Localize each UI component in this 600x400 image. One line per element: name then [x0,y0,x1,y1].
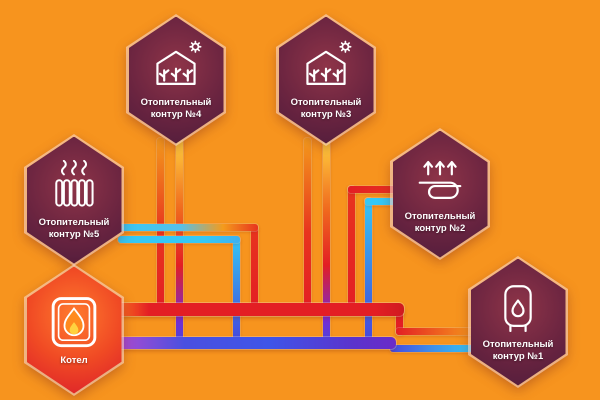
hexagon-shape: Отопительный контур №2 [390,128,490,260]
node-circuit-2: Отопительный контур №2 [390,128,490,260]
pipe-circuit2-supply-horizontal [348,186,406,193]
pipe-circuit2-return-vertical [365,198,372,343]
node-boiler: Котел [24,264,124,396]
node-circuit-4: Отопительный контур №4 [126,14,226,146]
hexagon-shape: Отопительный контур №1 [468,256,568,388]
pipe-circuit5-return-vertical [233,237,240,343]
node-label: Отопительный контур №2 [404,210,476,234]
node-label: Отопительный контур №1 [482,338,554,362]
hexagon-shape: Отопительный контур №5 [24,134,124,266]
pipe-circuit1-supply-vertical [396,308,403,335]
radiator-icon [47,159,101,214]
manifold-supply-hot [114,303,404,316]
hexagon-shape: Отопительный контур №3 [276,14,376,146]
manifold-return [114,337,396,349]
node-circuit-1: Отопительный контур №1 [468,256,568,388]
pipe-circuit3-supply-vertical [304,138,311,310]
hexagon-shape: Котел [24,264,124,396]
hexagon-shape: Отопительный контур №4 [126,14,226,146]
pipe-circuit5-return-horizontal [118,236,240,243]
pipe-circuit2-supply-vertical [348,186,355,310]
pipe-circuit3-return-vertical [323,138,330,343]
node-circuit-5: Отопительный контур №5 [24,134,124,266]
boiler-flame-icon [45,294,103,352]
greenhouse-icon [299,40,353,94]
pipe-circuit2-return-horizontal [365,198,411,205]
underfloor-heating-icon [413,154,467,208]
water-heater-icon [491,282,545,336]
node-label: Котел [60,354,88,366]
node-label: Отопительный контур №5 [38,216,110,240]
pipe-circuit1-supply-horizontal [396,328,476,335]
pipe-circuit5-supply-vertical [251,225,258,311]
node-label: Отопительный контур №4 [140,96,212,120]
greenhouse-icon [149,40,203,94]
pipe-circuit5-supply-horizontal [118,224,258,231]
node-circuit-3: Отопительный контур №3 [276,14,376,146]
pipe-circuit1-return-horizontal [390,345,476,352]
node-label: Отопительный контур №3 [290,96,362,120]
